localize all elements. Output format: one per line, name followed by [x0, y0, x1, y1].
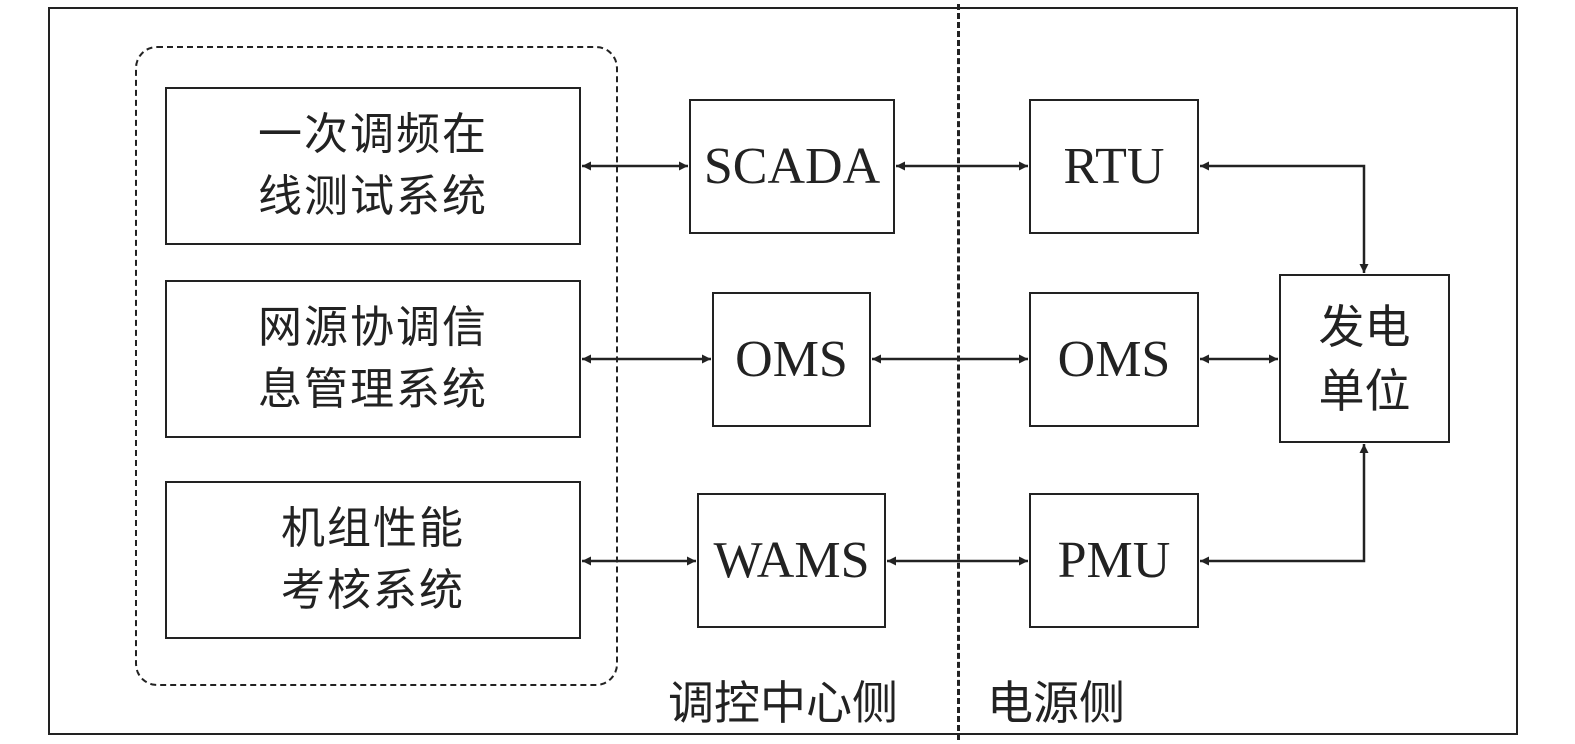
- scada-box: SCADA: [689, 99, 895, 234]
- ps-line-2: 息管理系统: [258, 364, 488, 415]
- pfr-test-system-box: 一次调频在 线测试系统: [165, 87, 581, 245]
- control-oms-label: OMS: [735, 331, 848, 388]
- rtu-box: RTU: [1029, 99, 1199, 234]
- diagram-frame: [48, 7, 1518, 735]
- gen-line-1: 发电: [1318, 299, 1411, 354]
- side-divider: [957, 4, 960, 740]
- arrow-pmu-gen: [1200, 444, 1369, 566]
- power-oms-box: OMS: [1029, 292, 1199, 427]
- dispatch-systems-group: [135, 46, 618, 686]
- pfr-line-2: 线测试系统: [258, 171, 488, 222]
- power-oms-label: OMS: [1057, 331, 1171, 388]
- unit-performance-box: 机组性能 考核系统: [165, 481, 581, 639]
- control-oms-box: OMS: [712, 292, 871, 427]
- ps-line-1: 网源协调信: [258, 302, 488, 353]
- pmu-label: PMU: [1057, 532, 1171, 589]
- unit-line-2: 考核系统: [281, 565, 465, 616]
- grid-source-coordination-box: 网源协调信 息管理系统: [165, 280, 581, 438]
- pfr-line-1: 一次调频在: [258, 109, 488, 160]
- gen-line-2: 单位: [1318, 363, 1411, 418]
- pmu-box: PMU: [1029, 493, 1199, 628]
- wams-label: WAMS: [713, 532, 870, 589]
- generation-unit-box: 发电 单位: [1279, 274, 1450, 443]
- wams-box: WAMS: [697, 493, 886, 628]
- power-source-side-label: 电源侧: [987, 676, 1125, 730]
- unit-line-1: 机组性能: [281, 503, 465, 554]
- control-center-side-label: 调控中心侧: [668, 676, 898, 730]
- scada-label: SCADA: [703, 138, 881, 195]
- arrow-rtu-gen: [1200, 161, 1369, 273]
- rtu-label: RTU: [1063, 138, 1165, 195]
